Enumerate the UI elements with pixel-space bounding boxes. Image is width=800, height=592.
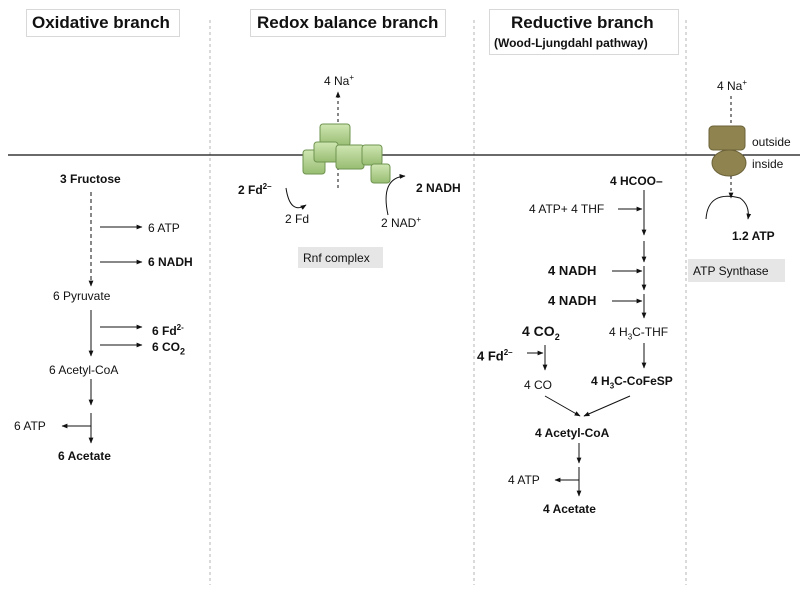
acetylcoa-label: 6 Acetyl-CoA — [49, 363, 119, 377]
rnf-complex-graphic — [285, 91, 406, 216]
co-label: 4 CO — [524, 378, 553, 392]
reductive-arrows — [527, 190, 647, 497]
rnf-complex-label: Rnf complex — [303, 251, 370, 265]
rnf-cubes — [302, 123, 391, 184]
atp-label-2: 6 ATP — [14, 419, 46, 433]
atp-label-1: 6 ATP — [148, 221, 180, 235]
fd-label-reductive: 4 Fd2– — [477, 348, 513, 364]
hcoo-label: 4 HCOO– — [610, 174, 663, 188]
fructose-label: 3 Fructose — [60, 172, 121, 186]
atp-synthase-label-box — [688, 259, 785, 282]
arrow-atp-synthesis — [705, 195, 752, 220]
arrow-cofesp-acetylcoa — [583, 395, 631, 417]
atp-synthase-label: ATP Synthase — [693, 264, 769, 278]
fd2-label: 2 Fd2– — [238, 182, 272, 197]
atp-synthase-graphic — [705, 96, 752, 220]
nadh-label-2: 4 NADH — [548, 293, 597, 308]
acetylcoa-label-reductive: 4 Acetyl-CoA — [535, 426, 610, 440]
acetate-label: 6 Acetate — [58, 449, 111, 463]
na-label-synthase: 4 Na+ — [717, 78, 748, 93]
reductive-subheader: (Wood-Ljungdahl pathway) — [494, 36, 648, 50]
column-dividers — [209, 20, 687, 585]
co2-label: 6 CO2 — [152, 340, 186, 357]
co2-label-reductive: 4 CO2 — [522, 323, 560, 342]
fd-plain-label: 2 Fd — [285, 212, 310, 226]
synthase-fo — [708, 125, 746, 151]
oxidative-arrows — [61, 192, 143, 444]
nadh-2-label: 2 NADH — [416, 181, 461, 195]
synthase-f1 — [711, 149, 747, 177]
nad-label: 2 NAD+ — [381, 215, 422, 230]
reductive-header-box — [489, 9, 679, 55]
h3c-cofesp-label: 4 H3C-CoFeSP — [591, 374, 673, 391]
atp-synthase-product: 1.2 ATP — [732, 229, 775, 243]
nadh-label-1: 4 NADH — [548, 263, 597, 278]
arrow-fd-reduction — [285, 187, 307, 210]
arrow-nadh-formation — [385, 174, 406, 216]
outside-label: outside — [752, 135, 791, 149]
oxidative-header: Oxidative branch — [32, 13, 170, 32]
rnf-label-box — [298, 247, 383, 268]
redox-header-box — [250, 9, 446, 37]
nadh-label: 6 NADH — [148, 255, 193, 269]
redox-header: Redox balance branch — [257, 13, 439, 32]
acetate-label-reductive: 4 Acetate — [543, 502, 596, 516]
pyruvate-label: 6 Pyruvate — [53, 289, 111, 303]
h3c-thf-label: 4 H3C-THF — [609, 325, 669, 342]
atp-thf-label: 4 ATP+ 4 THF — [529, 202, 605, 216]
na-label-rnf: 4 Na+ — [324, 73, 355, 88]
inside-label: inside — [752, 157, 784, 171]
fd-label: 6 Fd2- — [152, 323, 184, 338]
reductive-header: Reductive branch — [511, 13, 654, 32]
arrow-co-acetylcoa — [544, 395, 581, 417]
atp-label-reductive: 4 ATP — [508, 473, 540, 487]
oxidative-header-box — [26, 9, 180, 37]
